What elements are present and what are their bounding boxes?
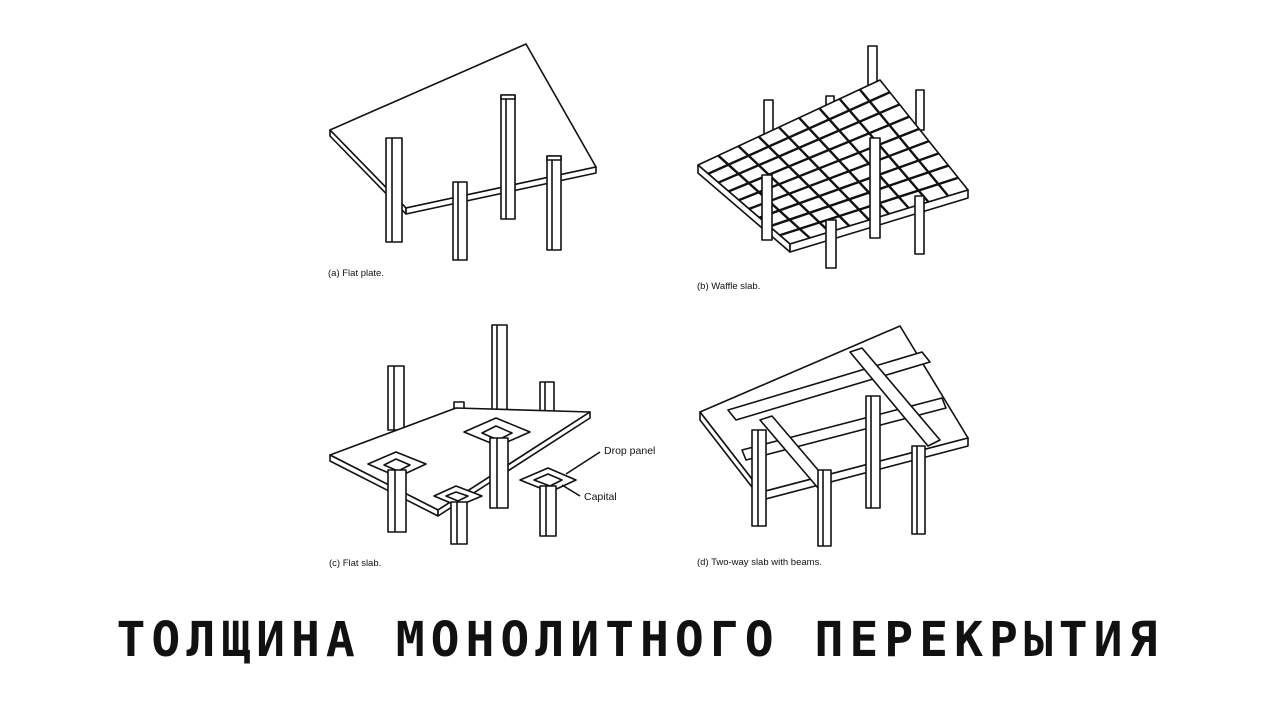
caption-flat-plate: (a) Flat plate. <box>328 268 384 279</box>
two-way-slab-column <box>911 445 926 535</box>
two-way-slab-column <box>817 469 832 547</box>
waffle-rib <box>758 152 940 219</box>
flat-plate-column <box>452 181 468 261</box>
waffle-slab-figure: (b) Waffle slab. <box>697 45 969 292</box>
two-way-slab-column <box>751 429 767 527</box>
waffle-rib <box>717 103 901 184</box>
capital-label: Capital <box>584 491 617 503</box>
waffle-rib <box>779 176 959 237</box>
caption-two-way-slab: (d) Two-way slab with beams. <box>697 557 822 568</box>
flat-slab-figure: Drop panel Capital (c) Flat slab. <box>329 324 655 569</box>
waffle-rib <box>818 107 910 209</box>
waffle-rib <box>707 91 891 175</box>
waffle-column-lower <box>761 137 925 269</box>
waffle-rib <box>769 164 949 228</box>
drop-panel-label: Drop panel <box>604 445 655 457</box>
waffle-rib <box>737 145 831 233</box>
two-way-slab-beam <box>727 347 947 489</box>
page-title: ТОЛЩИНА МОНОЛИТНОГО ПЕРЕКРЫТИЯ <box>116 612 1164 668</box>
flat-plate-column <box>385 137 403 243</box>
flat-slab-support <box>519 467 577 537</box>
flat-plate-figure: (a) Flat plate. <box>328 43 597 279</box>
drop-panel-leader <box>565 451 601 475</box>
two-way-slab-column <box>865 395 881 509</box>
waffle-grid <box>707 88 959 239</box>
flat-slab-support <box>463 417 531 509</box>
waffle-rib <box>748 139 930 211</box>
waffle-rib <box>838 98 930 203</box>
flat-plate-column <box>500 94 516 220</box>
waffle-rib <box>757 135 851 227</box>
waffle-rib <box>728 115 910 193</box>
caption-flat-slab: (c) Flat slab. <box>329 558 381 569</box>
capital-leader <box>561 484 581 497</box>
flat-slab-edge-front <box>437 411 591 517</box>
caption-waffle-slab: (b) Waffle slab. <box>697 281 760 292</box>
two-way-slab-figure: (d) Two-way slab with beams. <box>697 325 969 568</box>
waffle-rib <box>778 126 870 221</box>
flat-slab-support <box>367 451 427 533</box>
waffle-rib <box>858 88 950 197</box>
flat-plate-column <box>546 155 562 251</box>
flat-slab-support <box>433 485 483 545</box>
